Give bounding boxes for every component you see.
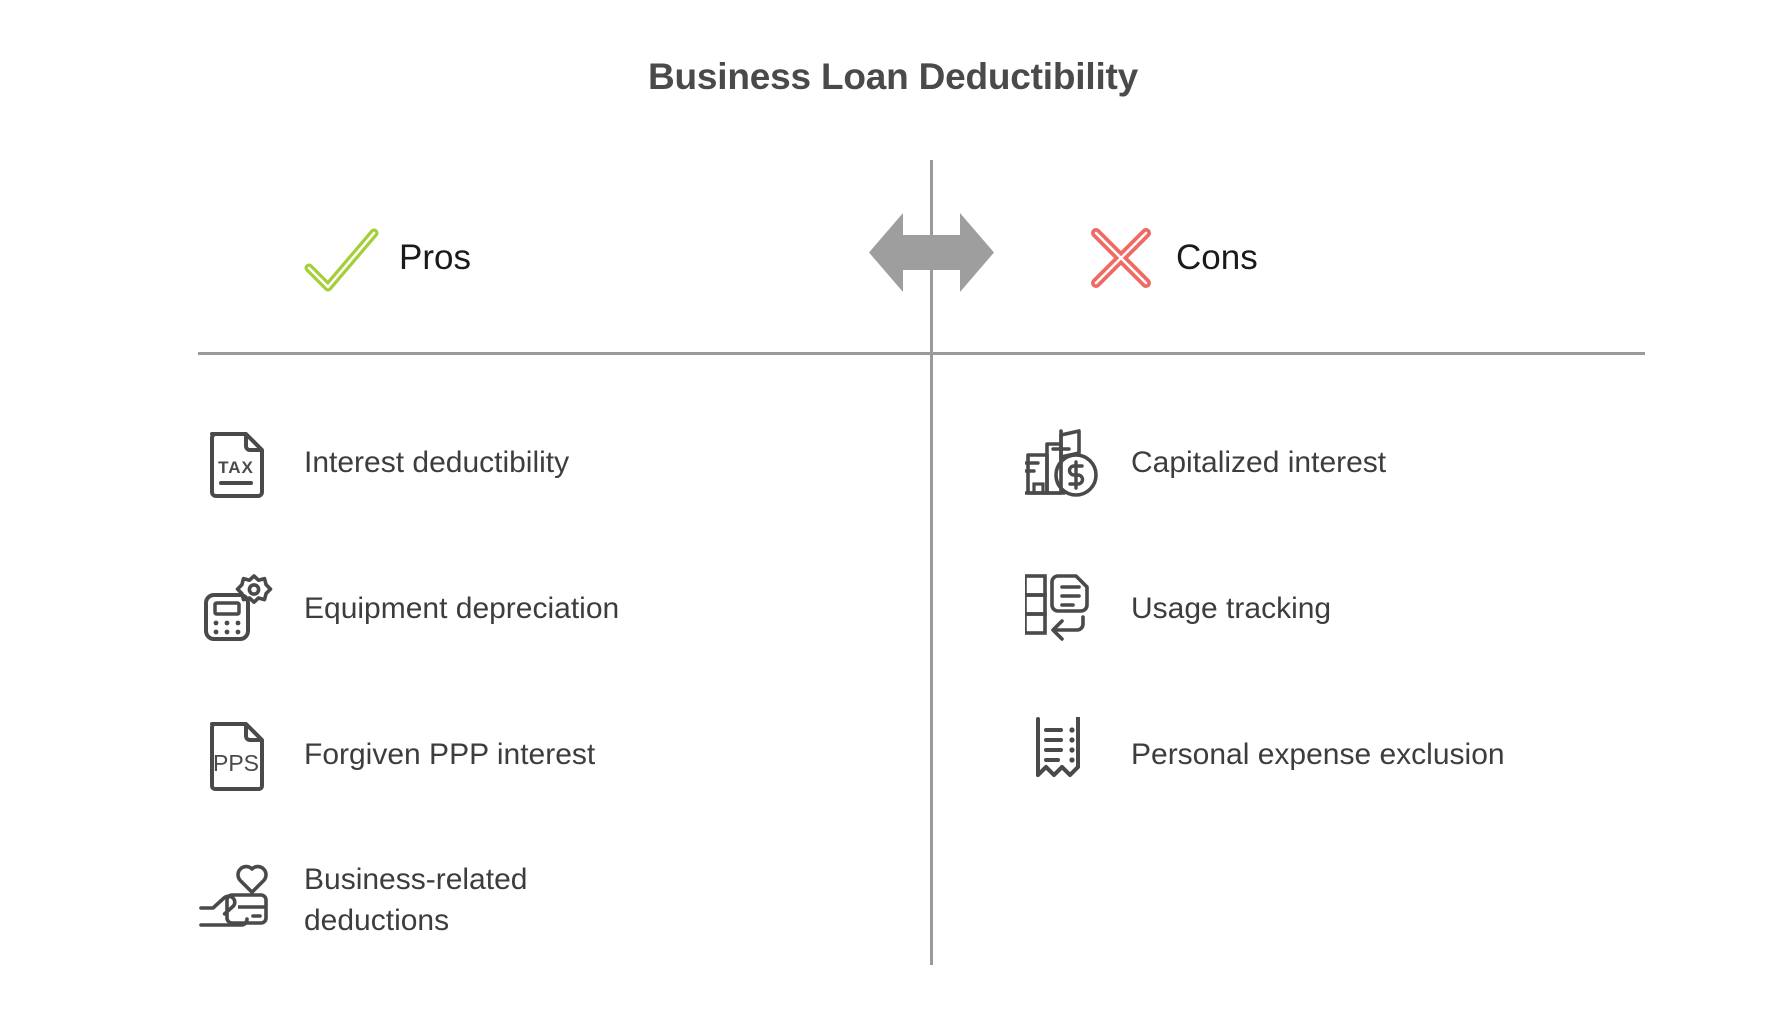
list-item: Business-related deductions: [198, 828, 918, 974]
list-item-label: Equipment depreciation: [304, 591, 620, 625]
double-headed-arrow-icon: [869, 205, 994, 300]
list-item-label: Interest deductibility: [304, 445, 570, 479]
vertical-divider: [930, 160, 933, 965]
cons-item-list: Capitalized interest Usage tracking: [1025, 390, 1745, 828]
list-item-label: Personal expense exclusion: [1131, 737, 1505, 771]
receipt-icon: [1025, 717, 1101, 793]
svg-text:TAX: TAX: [218, 458, 254, 477]
list-item: PPS Forgiven PPP interest: [198, 682, 918, 828]
green-check-icon: [295, 212, 387, 304]
page-title: Business Loan Deductibility: [647, 56, 1139, 97]
document-tracking-icon: [1025, 571, 1101, 647]
hand-card-heart-icon: [198, 863, 274, 939]
list-item: Capitalized interest: [1025, 390, 1745, 536]
tax-document-icon: TAX: [198, 425, 274, 501]
red-cross-icon: [1078, 215, 1164, 301]
list-item-label: Usage tracking: [1131, 591, 1332, 625]
pros-label: Pros: [399, 238, 471, 277]
calculator-gear-icon: [198, 571, 274, 647]
cons-label: Cons: [1176, 238, 1258, 277]
list-item-label: Forgiven PPP interest: [304, 737, 596, 771]
svg-text:PPS: PPS: [213, 750, 259, 776]
building-dollar-icon: [1025, 425, 1101, 501]
pros-item-list: TAX Interest deductibility Equipment dep…: [198, 390, 918, 974]
list-item: Equipment depreciation: [198, 536, 918, 682]
list-item: TAX Interest deductibility: [198, 390, 918, 536]
horizontal-divider: [198, 352, 1645, 355]
cons-header: Cons: [1078, 215, 1258, 301]
list-item-label: Business-related deductions: [304, 863, 528, 937]
pps-document-icon: PPS: [198, 717, 274, 793]
list-item-label: Capitalized interest: [1131, 445, 1387, 479]
list-item: Personal expense exclusion: [1025, 682, 1745, 828]
list-item: Usage tracking: [1025, 536, 1745, 682]
pros-header: Pros: [295, 212, 471, 304]
